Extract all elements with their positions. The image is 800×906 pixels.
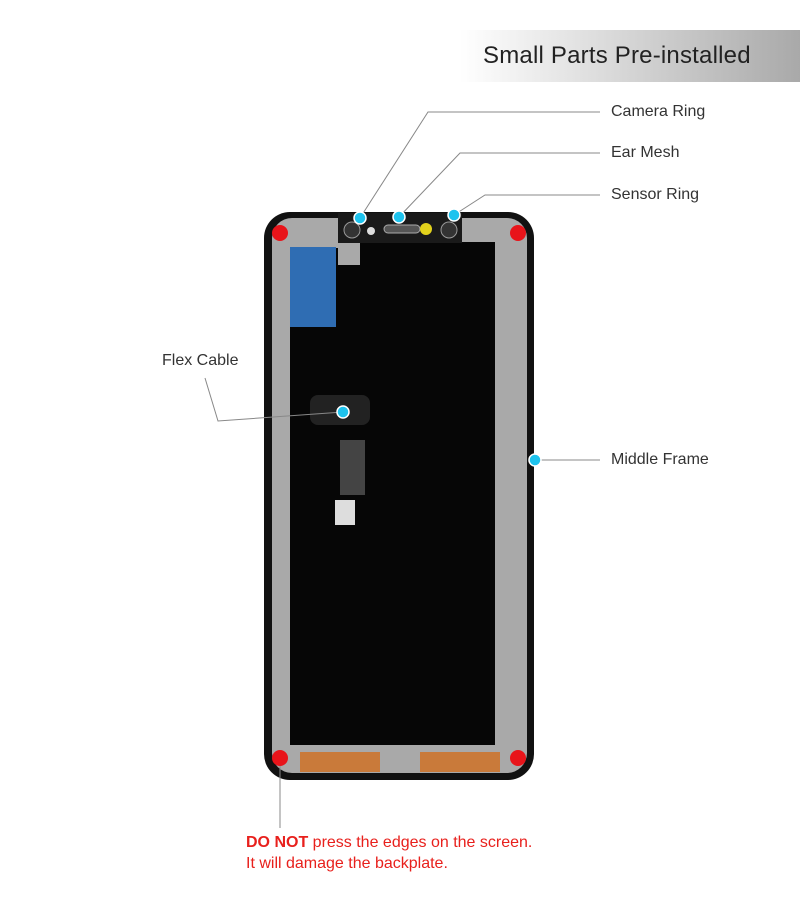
warning-line1: press the edges on the screen. — [308, 834, 533, 851]
sensor-ring-marker — [447, 208, 461, 222]
ear-mesh-shape — [383, 224, 421, 234]
callout-flex-cable: Flex Cable — [162, 352, 239, 369]
camera-ring-shape — [343, 221, 361, 239]
warning-text: DO NOT press the edges on the screen. It… — [246, 832, 532, 874]
edge-warning-dot — [272, 750, 288, 766]
warning-strong: DO NOT — [246, 834, 309, 851]
middle-frame-marker — [528, 453, 542, 467]
edge-warning-dot — [272, 225, 288, 241]
callout-middle-frame: Middle Frame — [611, 451, 709, 468]
display-back — [290, 242, 495, 745]
title-banner: Small Parts Pre-installed — [460, 30, 800, 82]
blue-sticker — [290, 247, 336, 327]
banner-title: Small Parts Pre-installed — [483, 42, 751, 69]
camera-ring-marker — [353, 211, 367, 225]
callout-sensor-ring: Sensor Ring — [611, 186, 700, 203]
callout-camera-ring: Camera Ring — [611, 103, 706, 120]
warning-line2: It will damage the backplate. — [246, 855, 448, 872]
edge-warning-dot — [510, 225, 526, 241]
edge-warning-dot — [510, 750, 526, 766]
sensor-ring-shape — [440, 221, 458, 239]
ear-mesh-marker — [392, 210, 406, 224]
flex-cable-marker — [336, 405, 350, 419]
callout-ear-mesh: Ear Mesh — [611, 144, 680, 161]
